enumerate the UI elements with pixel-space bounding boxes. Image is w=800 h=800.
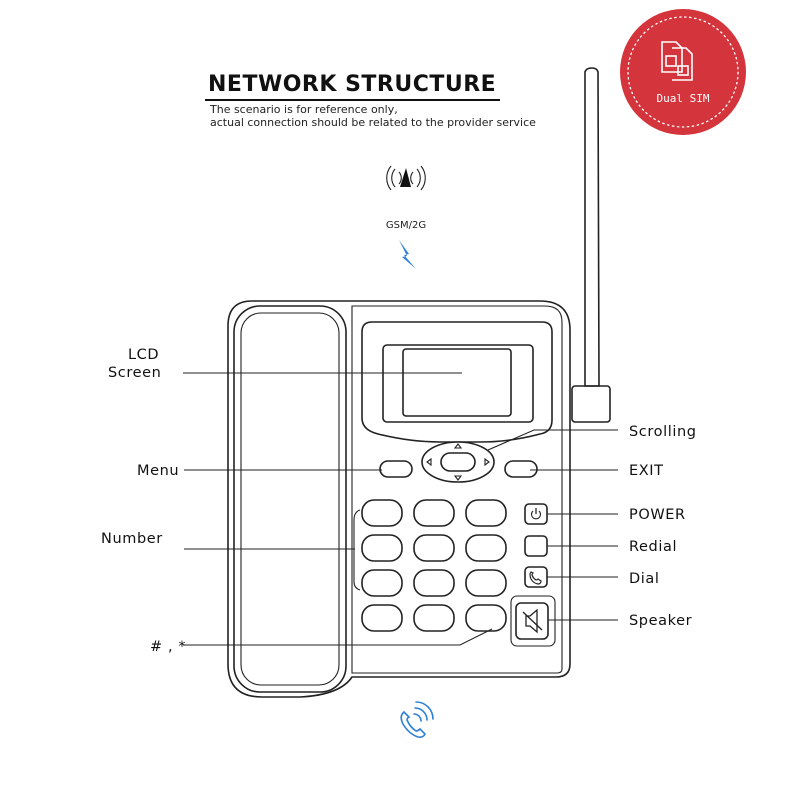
- callout-redial: Redial: [629, 539, 677, 555]
- callout-lcd-line-2: Screen: [108, 365, 161, 381]
- badge-circle: [620, 9, 746, 135]
- nav-up-arrow: [453, 443, 463, 449]
- nav-down-arrow: [453, 475, 463, 481]
- handset: [233, 305, 347, 693]
- callout-scrolling: Scrolling: [629, 424, 697, 440]
- callout-exit: EXIT: [629, 463, 664, 479]
- speaker-button[interactable]: [510, 595, 556, 647]
- key-8[interactable]: [413, 569, 455, 597]
- menu-button[interactable]: [379, 460, 413, 478]
- cell-tower-icon: [386, 165, 426, 191]
- dial-button[interactable]: [524, 566, 548, 588]
- nav-right-arrow: [484, 457, 490, 467]
- handset-icon: [529, 571, 542, 585]
- subtitle-line-2: actual connection should be related to t…: [210, 116, 536, 129]
- number-keypad: [361, 499, 507, 632]
- lightning-bolt-icon: [399, 240, 416, 269]
- key-3[interactable]: [465, 499, 507, 527]
- antenna: [571, 67, 611, 423]
- exit-button[interactable]: [504, 460, 538, 478]
- callout-dial: Dial: [629, 571, 660, 587]
- key-5[interactable]: [413, 534, 455, 562]
- nav-left-arrow: [426, 457, 432, 467]
- callout-hash-star: # , *: [150, 639, 186, 655]
- key-0[interactable]: [413, 604, 455, 632]
- key-2[interactable]: [413, 499, 455, 527]
- dual-sim-badge: Dual SIM: [620, 9, 746, 135]
- key-4[interactable]: [361, 534, 403, 562]
- speaker-icon: [522, 608, 543, 634]
- scroll-nav-pad[interactable]: [421, 441, 495, 483]
- callout-power: POWER: [629, 507, 686, 523]
- key-star[interactable]: [361, 604, 403, 632]
- handset-inner: [240, 312, 340, 686]
- key-7[interactable]: [361, 569, 403, 597]
- badge-dashed-ring: [627, 16, 739, 128]
- key-1[interactable]: [361, 499, 403, 527]
- lcd-screen: [402, 348, 512, 417]
- nav-ok-button: [440, 452, 476, 472]
- power-button[interactable]: [524, 503, 548, 525]
- lcd-bezel: [361, 321, 553, 443]
- badge-label: Dual SIM: [657, 92, 710, 105]
- phone-ringing-icon: [400, 701, 434, 738]
- page-title: NETWORK STRUCTURE: [208, 72, 496, 97]
- hash-star-leader: [183, 628, 493, 646]
- network-label: GSM/2G: [386, 220, 426, 231]
- lcd-frame: [382, 344, 534, 423]
- power-icon: [530, 508, 542, 520]
- redial-button[interactable]: [524, 535, 548, 557]
- phone-body: [227, 300, 571, 698]
- sim-card-icon: [661, 41, 693, 81]
- keypad-bracket: [353, 509, 361, 591]
- callout-number: Number: [101, 531, 163, 547]
- callout-lcd-line-1: LCD: [128, 347, 159, 363]
- key-6[interactable]: [465, 534, 507, 562]
- subtitle-line-1: The scenario is for reference only,: [209, 103, 398, 116]
- key-hash[interactable]: [465, 604, 507, 632]
- callout-menu: Menu: [137, 463, 179, 479]
- callout-speaker: Speaker: [629, 613, 692, 629]
- scrolling-leader: [487, 429, 618, 451]
- key-9[interactable]: [465, 569, 507, 597]
